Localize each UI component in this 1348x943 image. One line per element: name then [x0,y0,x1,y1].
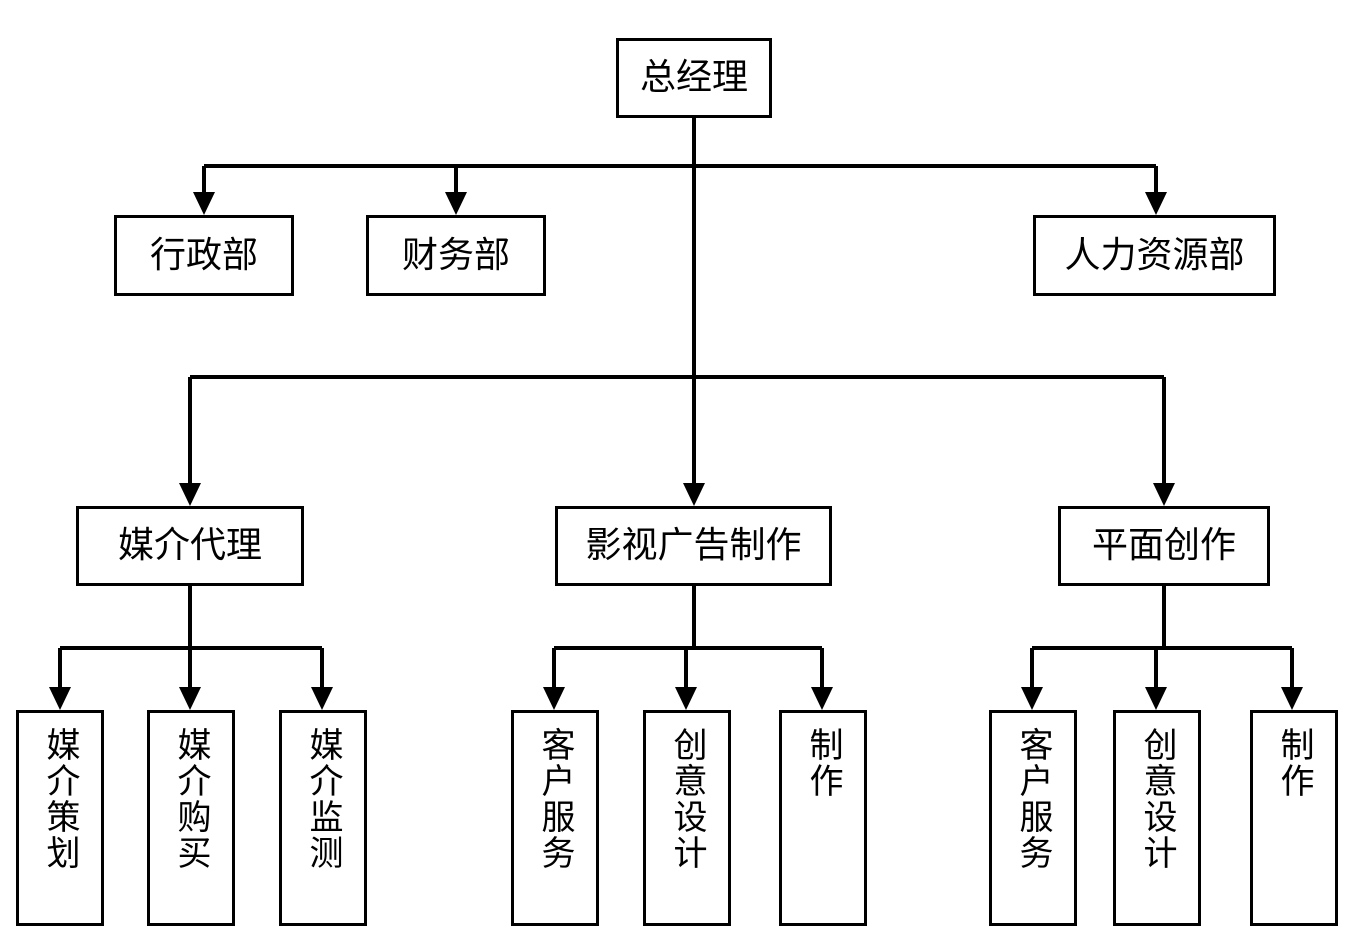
node-ceo: 总经理 [616,38,772,118]
arrow-to-media-buying [179,687,201,710]
node-media-planning: 媒介策划 [16,710,104,926]
node-print-creative-label: 平面创作 [1091,525,1236,566]
node-finance-label: 财务部 [401,234,510,276]
arrow-to-film-creative-design [675,687,697,710]
node-print-creative-design-label: 创意设计 [1137,727,1177,871]
node-admin-label: 行政部 [149,234,258,276]
arrow-to-finance [445,192,467,215]
node-film-production: 制作 [779,710,867,926]
node-media-agency-label: 媒介代理 [117,525,262,566]
node-media-monitoring: 媒介监测 [279,710,367,926]
node-print-production: 制作 [1250,710,1338,926]
node-print-client-service-label: 客户服务 [1013,727,1053,871]
node-media-monitoring-label: 媒介监测 [303,727,343,871]
node-film-client-service-label: 客户服务 [535,727,575,871]
arrow-to-print-creative-design [1145,687,1167,710]
node-print-client-service: 客户服务 [989,710,1077,926]
arrow-to-media-agency [179,483,201,506]
arrow-to-print-production [1281,687,1303,710]
node-film-ad-label: 影视广告制作 [585,525,802,566]
arrow-to-film-ad [683,483,705,506]
node-admin: 行政部 [114,215,294,296]
arrow-to-film-production [811,687,833,710]
node-film-production-label: 制作 [803,727,843,799]
node-print-creative: 平面创作 [1058,506,1270,586]
arrow-to-print-client-service [1021,687,1043,710]
arrow-to-print-creative [1153,483,1175,506]
node-media-planning-label: 媒介策划 [40,727,80,871]
arrow-to-hr [1145,192,1167,215]
node-film-creative-design: 创意设计 [643,710,731,926]
node-media-buying: 媒介购买 [147,710,235,926]
node-print-creative-design: 创意设计 [1113,710,1201,926]
node-print-production-label: 制作 [1274,727,1314,799]
node-film-creative-design-label: 创意设计 [667,727,707,871]
arrow-to-admin [193,192,215,215]
node-film-client-service: 客户服务 [511,710,599,926]
arrow-to-film-client-service [543,687,565,710]
node-finance: 财务部 [366,215,546,296]
arrow-to-media-planning [49,687,71,710]
node-ceo-label: 总经理 [639,57,748,98]
node-hr-label: 人力资源部 [1064,234,1245,276]
node-film-ad: 影视广告制作 [555,506,832,586]
arrow-to-media-monitoring [311,687,333,710]
node-media-agency: 媒介代理 [76,506,304,586]
node-media-buying-label: 媒介购买 [171,727,211,871]
node-hr: 人力资源部 [1033,215,1276,296]
